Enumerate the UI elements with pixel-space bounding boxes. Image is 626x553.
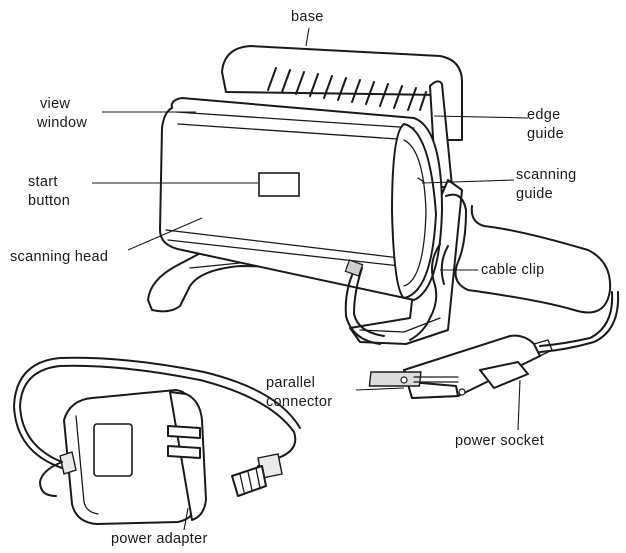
- power-adapter-shape: [13, 356, 301, 525]
- label-view-window-line1: view: [40, 96, 71, 112]
- label-start-button-line1: start: [28, 174, 58, 190]
- start-button-shape: [258, 172, 300, 197]
- parallel-connector-shape: [368, 334, 553, 399]
- label-parallel-connector: parallel connector: [266, 374, 332, 412]
- base-vents: [267, 67, 427, 111]
- label-edge-guide: edge guide: [527, 106, 564, 144]
- label-view-window-line2: window: [37, 115, 88, 131]
- label-scanning-guide: scanning guide: [516, 166, 576, 204]
- label-scanning-guide-line2: guide: [516, 186, 553, 202]
- label-power-adapter: power adapter: [111, 531, 208, 547]
- label-view-window: view window: [37, 95, 87, 133]
- label-scanning-head: scanning head: [10, 249, 109, 265]
- label-power-socket: power socket: [455, 433, 545, 449]
- label-parallel-connector-line1: parallel: [266, 375, 316, 391]
- label-parallel-connector-line2: connector: [266, 394, 333, 410]
- label-cable-clip: cable clip: [481, 262, 545, 278]
- label-edge-guide-line2: guide: [527, 126, 564, 142]
- label-scanning-guide-line1: scanning: [516, 167, 577, 183]
- scanner-cables: [344, 193, 620, 353]
- label-edge-guide-line1: edge: [527, 107, 561, 123]
- scanner-head: [159, 97, 443, 301]
- leader-lines: [92, 27, 529, 531]
- label-start-button-line2: button: [28, 193, 71, 209]
- label-base: base: [291, 9, 324, 25]
- label-start-button: start button: [28, 173, 70, 211]
